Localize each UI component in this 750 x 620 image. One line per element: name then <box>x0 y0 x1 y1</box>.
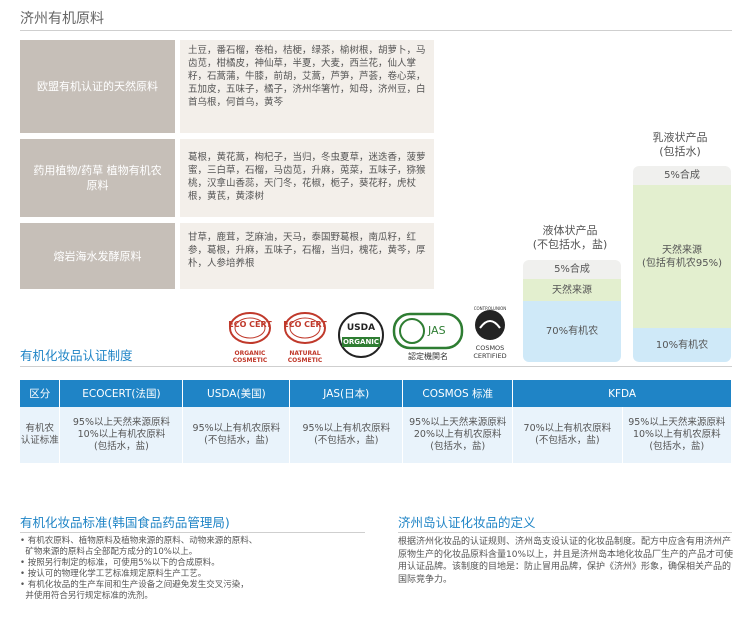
table-header: USDA(美国) <box>182 380 291 407</box>
usda-seal-icon <box>338 312 384 358</box>
title-divider <box>20 30 732 31</box>
category-lava-seawater: 熔岩海水发酵原料 <box>20 223 175 289</box>
category-label: 欧盟有机认证的天然原料 <box>37 80 158 93</box>
table-header: JAS(日本) <box>289 380 404 407</box>
table-cell: 95%以上有机农原料 (不包括水，盐) <box>182 407 291 463</box>
jas-caption: 認定機関名 <box>408 352 448 361</box>
bar-segment-natural: 天然来源 <box>523 279 621 301</box>
list-item: • 有机化妆品的生产车间和生产设备之间避免发生交叉污染， 并使用符合另行规定标准… <box>20 580 249 601</box>
table-header: COSMOS 标准 <box>402 380 514 407</box>
ingredients-herbal: 葛根，黄花蒿，枸杞子，当归，冬虫夏草，迷迭香，菠萝蜜，三白草，石榴，马齿苋，升麻… <box>180 139 434 217</box>
ecocert-sub-text: NATURAL COSMETIC <box>287 350 323 364</box>
cert-table: 区分 ECOCERT(法国) USDA(美国) JAS(日本) COSMOS 标… <box>20 380 732 463</box>
table-cell: 95%以上天然来源原料 10%以上有机农原料 (包括水，盐) <box>628 417 726 452</box>
list-item: • 按认可的物理化学工艺标准规定原料生产工艺。 <box>20 569 207 579</box>
list-item: • 按照另行制定的标准，可使用5%以下的合成原料。 <box>20 558 220 568</box>
table-header: KFDA <box>512 380 732 407</box>
emulsion-product-title: 乳液状产品 (包括水) <box>652 131 708 158</box>
table-header-row: 区分 ECOCERT(法国) USDA(美国) JAS(日本) COSMOS 标… <box>20 380 732 407</box>
cosmos-logo: CONTROLUNION COSMOS CERTIFIED <box>468 306 512 364</box>
bar-segment-synthetic: 5%合成 <box>633 166 731 185</box>
category-label: 药用植物/药草 植物有机农原料 <box>33 164 162 192</box>
ecocert-main-text: ECO CERT <box>283 320 327 329</box>
table-cell: 95%以上天然来源原料 20%以上有机农原料 (包括水，盐) <box>402 407 514 463</box>
bar-segment-organic: 70%有机农 <box>523 301 621 362</box>
cert-table-wrapper: 区分 ECOCERT(法国) USDA(美国) JAS(日本) COSMOS 标… <box>20 380 732 463</box>
kfda-section-title: 有机化妆品标准(韩国食品药品管理局) <box>20 515 230 530</box>
cosmos-caption: COSMOS CERTIFIED <box>473 344 507 360</box>
ecocert-natural-logo: ECO CERT NATURAL COSMETIC <box>280 310 330 364</box>
usda-organic-logo: USDA ORGANIC <box>338 310 384 360</box>
page-title: 济州有机原料 <box>20 11 104 27</box>
bar-segment-synthetic: 5%合成 <box>523 260 621 279</box>
cert-section-title: 有机化妆品认证制度 <box>20 348 133 363</box>
category-herbal: 药用植物/药草 植物有机农原料 <box>20 139 175 217</box>
ecocert-sub-text: ORGANIC COSMETIC <box>232 350 268 364</box>
table-row-label: 有机农 认证标准 <box>20 407 61 463</box>
ecocert-seal-icon <box>229 312 271 344</box>
table-header: ECOCERT(法国) <box>59 380 184 407</box>
jeju-definition-text: 根据济州化妆品的认证规则、济州岛支设认证的化妆品制度。配方中应含有用济州产原物生… <box>398 537 734 585</box>
usda-bottom-text: ORGANIC <box>342 338 380 346</box>
liquid-product-title: 液体状产品 (不包括水，盐) <box>532 224 608 251</box>
ecocert-organic-logo: ECO CERT ORGANIC COSMETIC <box>225 310 275 364</box>
jeju-section-divider <box>398 532 732 533</box>
table-cell: 70%以上有机农原料 (不包括水，盐) <box>513 407 623 463</box>
category-eu-organic: 欧盟有机认证的天然原料 <box>20 40 175 133</box>
jas-mark-text: JAS <box>428 324 446 337</box>
usda-top-text: USDA <box>346 323 376 333</box>
emulsion-product-bar: 5%合成 天然来源 (包括有机农95%) 10%有机农 <box>633 166 731 362</box>
ecocert-main-text: ECO CERT <box>228 320 272 329</box>
jas-mark-icon <box>392 312 464 350</box>
bar-segment-organic: 10%有机农 <box>633 328 731 362</box>
cosmos-ring-text: CONTROLUNION <box>473 306 507 311</box>
liquid-product-bar: 5%合成 天然来源 70%有机农 <box>523 260 621 362</box>
table-header: 区分 <box>20 380 61 407</box>
kfda-notes-list: • 有机农原料、植物原料及植物来源的原料、动物来源的原料、 矿物来源的原料占全部… <box>20 536 365 602</box>
jeju-section-title: 济州岛认证化妆品的定义 <box>398 515 536 530</box>
table-row: 有机农 认证标准 95%以上天然来源原料 10%以上有机农原料 (包括水，盐) … <box>20 407 732 463</box>
cosmos-seal-icon <box>475 310 505 340</box>
cert-section-divider <box>20 366 732 367</box>
ingredients-lava-seawater: 甘草，鹿茸，芝麻油，天马，泰国野葛根，南瓜籽，红参，葛根，升麻，五味子，石榴，当… <box>180 223 434 289</box>
table-cell: 95%以上有机农原料 (不包括水，盐) <box>289 407 404 463</box>
table-cell-split: 70%以上有机农原料 (不包括水，盐) 95%以上天然来源原料 10%以上有机农… <box>512 407 732 463</box>
kfda-section-divider <box>20 532 365 533</box>
category-label: 熔岩海水发酵原料 <box>53 249 142 263</box>
jas-logo: JAS 認定機関名 <box>392 312 464 362</box>
bar-segment-natural: 天然来源 (包括有机农95%) <box>633 185 731 328</box>
ingredients-eu-organic: 土豆，番石榴，卷柏，桔梗，绿茶，榆树根，胡萝卜，马齿苋，柑橘皮，神仙草，半夏，大… <box>180 40 434 133</box>
list-item: • 有机农原料、植物原料及植物来源的原料、动物来源的原料、 矿物来源的原料占全部… <box>20 536 258 557</box>
table-cell: 95%以上天然来源原料 10%以上有机农原料 (包括水，盐) <box>59 407 184 463</box>
ecocert-seal-icon <box>284 312 326 344</box>
